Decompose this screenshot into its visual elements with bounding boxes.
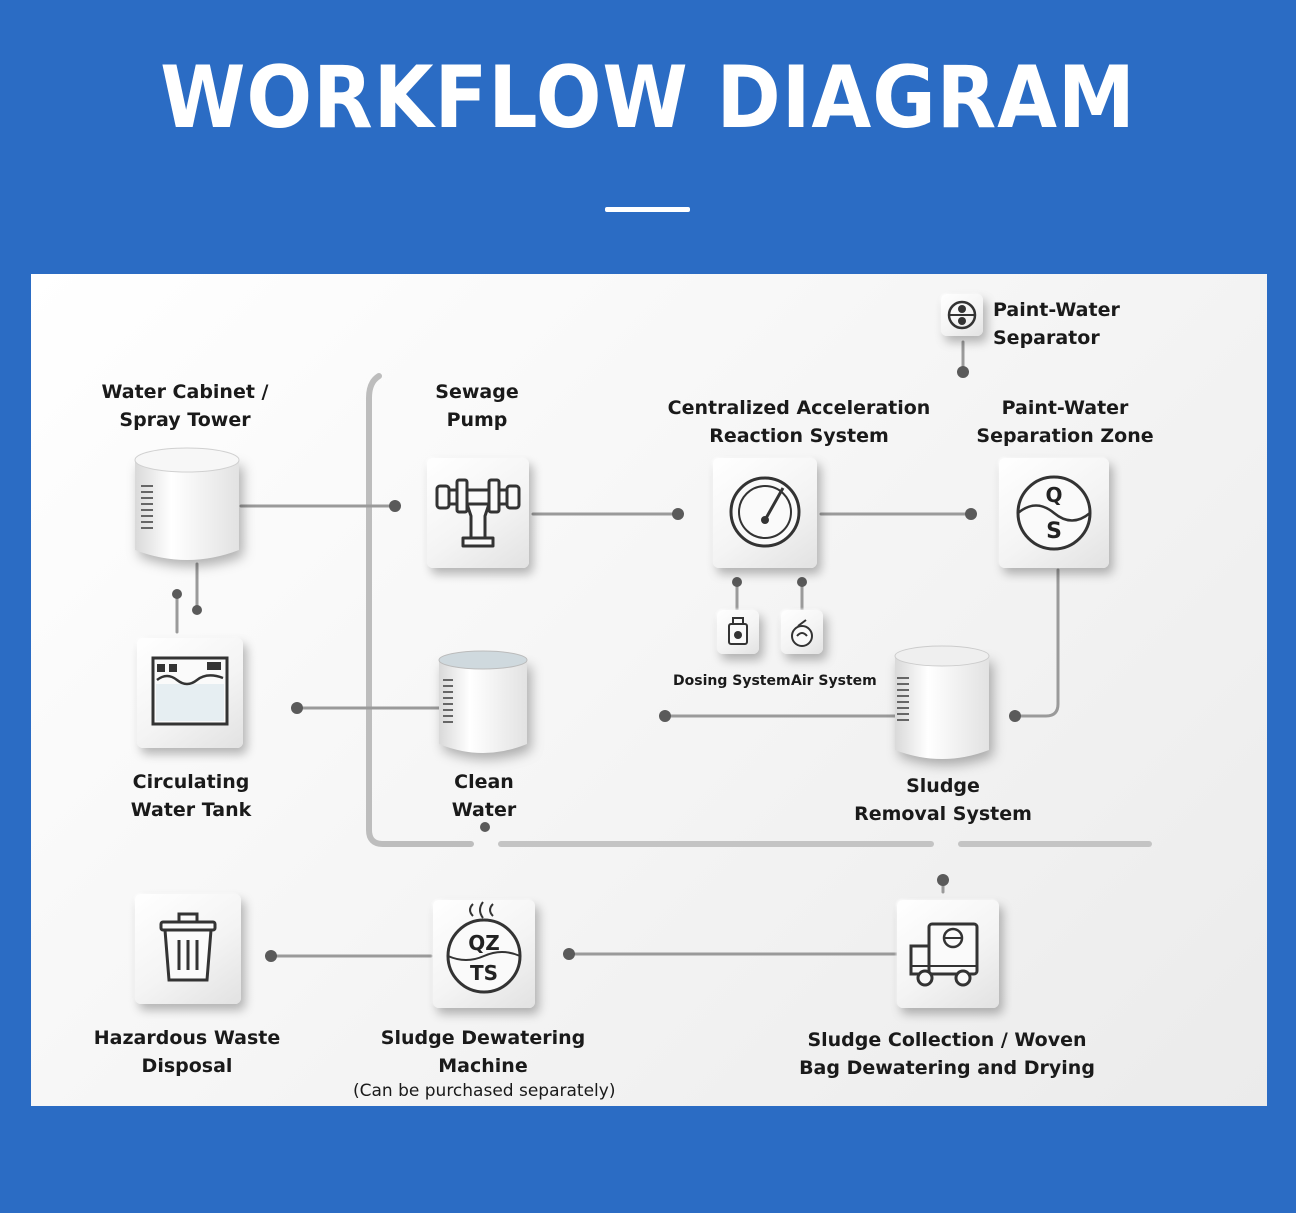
dewatering-machine-node: QZ TS xyxy=(433,900,535,1008)
centralized-label: Centralized Acceleration Reaction System xyxy=(667,397,931,447)
gauge-icon xyxy=(729,476,801,548)
air-icon xyxy=(791,619,813,647)
connector-dot xyxy=(480,822,490,832)
dosing-system-node xyxy=(717,610,759,654)
machine-glyph-bottom: TS xyxy=(470,961,498,985)
tank-icon xyxy=(438,650,528,753)
paint-water-separator-label: Paint-Water Separator xyxy=(993,299,1120,349)
qs-separation-icon: Q S xyxy=(1016,475,1092,551)
connector-dot xyxy=(563,948,575,960)
separator-icon xyxy=(947,300,977,330)
dewatering-machine-note: (Can be purchased separately) xyxy=(353,1081,616,1101)
air-system-label: Air System xyxy=(791,673,877,689)
bus-frame-line xyxy=(366,373,474,847)
sludge-collection-node xyxy=(897,900,999,1008)
page-title: WORKFLOW DIAGRAM xyxy=(160,48,1136,148)
connector-dot xyxy=(957,366,969,378)
paint-water-separator-node xyxy=(941,294,983,336)
connector-dot xyxy=(291,702,303,714)
line-zone-to-removal xyxy=(1013,568,1060,718)
qz-ts-machine-icon: QZ TS xyxy=(446,901,522,994)
trash-icon xyxy=(159,912,217,982)
truck-icon xyxy=(909,922,979,987)
dosing-icon xyxy=(728,617,748,645)
connector-dot xyxy=(1009,710,1021,722)
title-divider xyxy=(605,207,690,212)
air-system-node xyxy=(781,610,823,654)
separation-zone-node: Q S xyxy=(999,458,1109,568)
connector-dot xyxy=(937,874,949,886)
circulating-tank-node xyxy=(137,638,243,748)
connector-dot xyxy=(172,589,182,599)
connector-dot xyxy=(192,605,202,615)
svg-text:S: S xyxy=(1046,519,1062,544)
connector-dot xyxy=(389,500,401,512)
clean-water-node xyxy=(435,650,531,756)
sewage-pump-node xyxy=(427,458,529,568)
clean-water-label: Clean Water xyxy=(451,771,517,821)
diagram-panel: Paint-Water Separator Water Cabinet / Sp… xyxy=(31,274,1267,1106)
svg-text:Q: Q xyxy=(1045,483,1062,507)
dewatering-machine-label: Sludge Dewatering Machine xyxy=(380,1027,586,1077)
separation-zone-label: Paint-Water Separation Zone xyxy=(976,397,1154,447)
connector-dot xyxy=(659,710,671,722)
tank-icon xyxy=(894,645,990,759)
sludge-removal-label: Sludge Removal System xyxy=(854,775,1032,825)
sludge-removal-node xyxy=(891,645,993,764)
connector-lines xyxy=(172,340,1152,962)
connector-dot xyxy=(965,508,977,520)
dosing-system-label: Dosing System xyxy=(673,673,791,689)
centralized-node xyxy=(713,458,817,568)
water-tank-icon xyxy=(151,656,229,726)
machine-glyph-top: QZ xyxy=(468,931,500,955)
hazardous-waste-node xyxy=(135,894,241,1004)
connector-dot xyxy=(265,950,277,962)
connector-dot xyxy=(732,577,742,587)
pump-icon xyxy=(435,478,521,548)
water-cabinet-node xyxy=(131,446,243,564)
sewage-pump-label: Sewage Pump xyxy=(435,381,519,431)
hazardous-waste-label: Hazardous Waste Disposal xyxy=(93,1027,281,1077)
connector-dot xyxy=(672,508,684,520)
connector-dot xyxy=(797,577,807,587)
tank-icon xyxy=(134,447,240,560)
circulating-tank-label: Circulating Water Tank xyxy=(130,771,252,821)
sludge-collection-label: Sludge Collection / Woven Bag Dewatering… xyxy=(799,1029,1095,1079)
water-cabinet-label: Water Cabinet / Spray Tower xyxy=(101,381,269,431)
